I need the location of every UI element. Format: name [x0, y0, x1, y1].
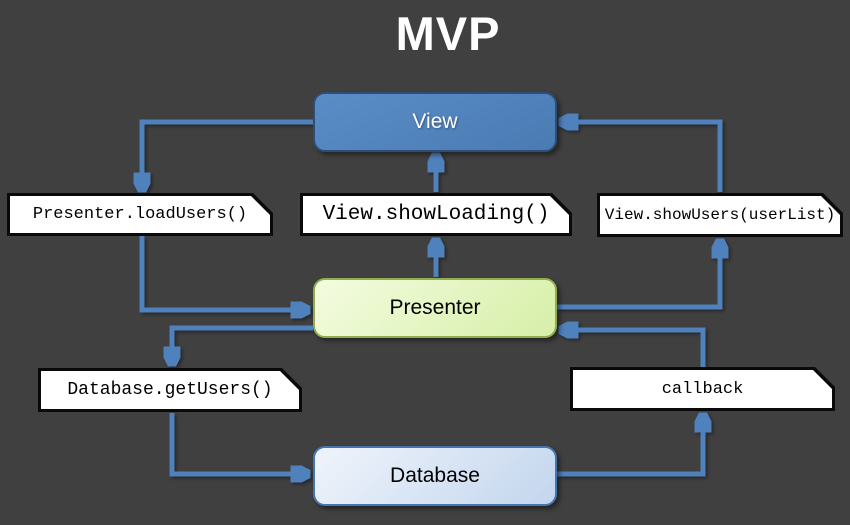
note-view-showloading-label: View.showLoading(): [303, 196, 569, 233]
view-node: View: [313, 92, 557, 152]
presenter-node: Presenter: [313, 278, 557, 338]
view-node-label: View: [412, 110, 458, 133]
database-node-label: Database: [390, 464, 480, 487]
diagram-title: MVP: [395, 7, 501, 60]
arrow-callback-to-presenter: [565, 330, 706, 367]
presenter-node-label: Presenter: [389, 296, 481, 319]
arrow-presenter-to-get-users: [172, 325, 313, 360]
arrow-view-to-load-users: [142, 119, 313, 186]
note-view-showusers-label: View.showUsers(userList): [600, 196, 840, 234]
note-database-getusers-label: Database.getUsers(): [41, 371, 299, 409]
note-presenter-loadusers-label: Presenter.loadUsers(): [10, 196, 270, 233]
note-view-showusers: View.showUsers(userList): [597, 193, 843, 237]
note-view-showloading: View.showLoading(): [300, 193, 572, 236]
note-presenter-loadusers: Presenter.loadUsers(): [7, 193, 273, 236]
note-database-getusers: Database.getUsers(): [38, 368, 302, 412]
arrow-load-users-to-presenter: [139, 236, 304, 310]
arrow-database-to-callback: [557, 419, 703, 477]
arrow-presenter-to-show-users: [557, 245, 720, 310]
note-callback-label: callback: [573, 370, 832, 408]
arrow-get-users-to-database: [169, 413, 304, 474]
arrow-show-users-to-view: [565, 122, 723, 192]
database-node: Database: [313, 446, 557, 506]
note-callback: callback: [570, 367, 835, 411]
